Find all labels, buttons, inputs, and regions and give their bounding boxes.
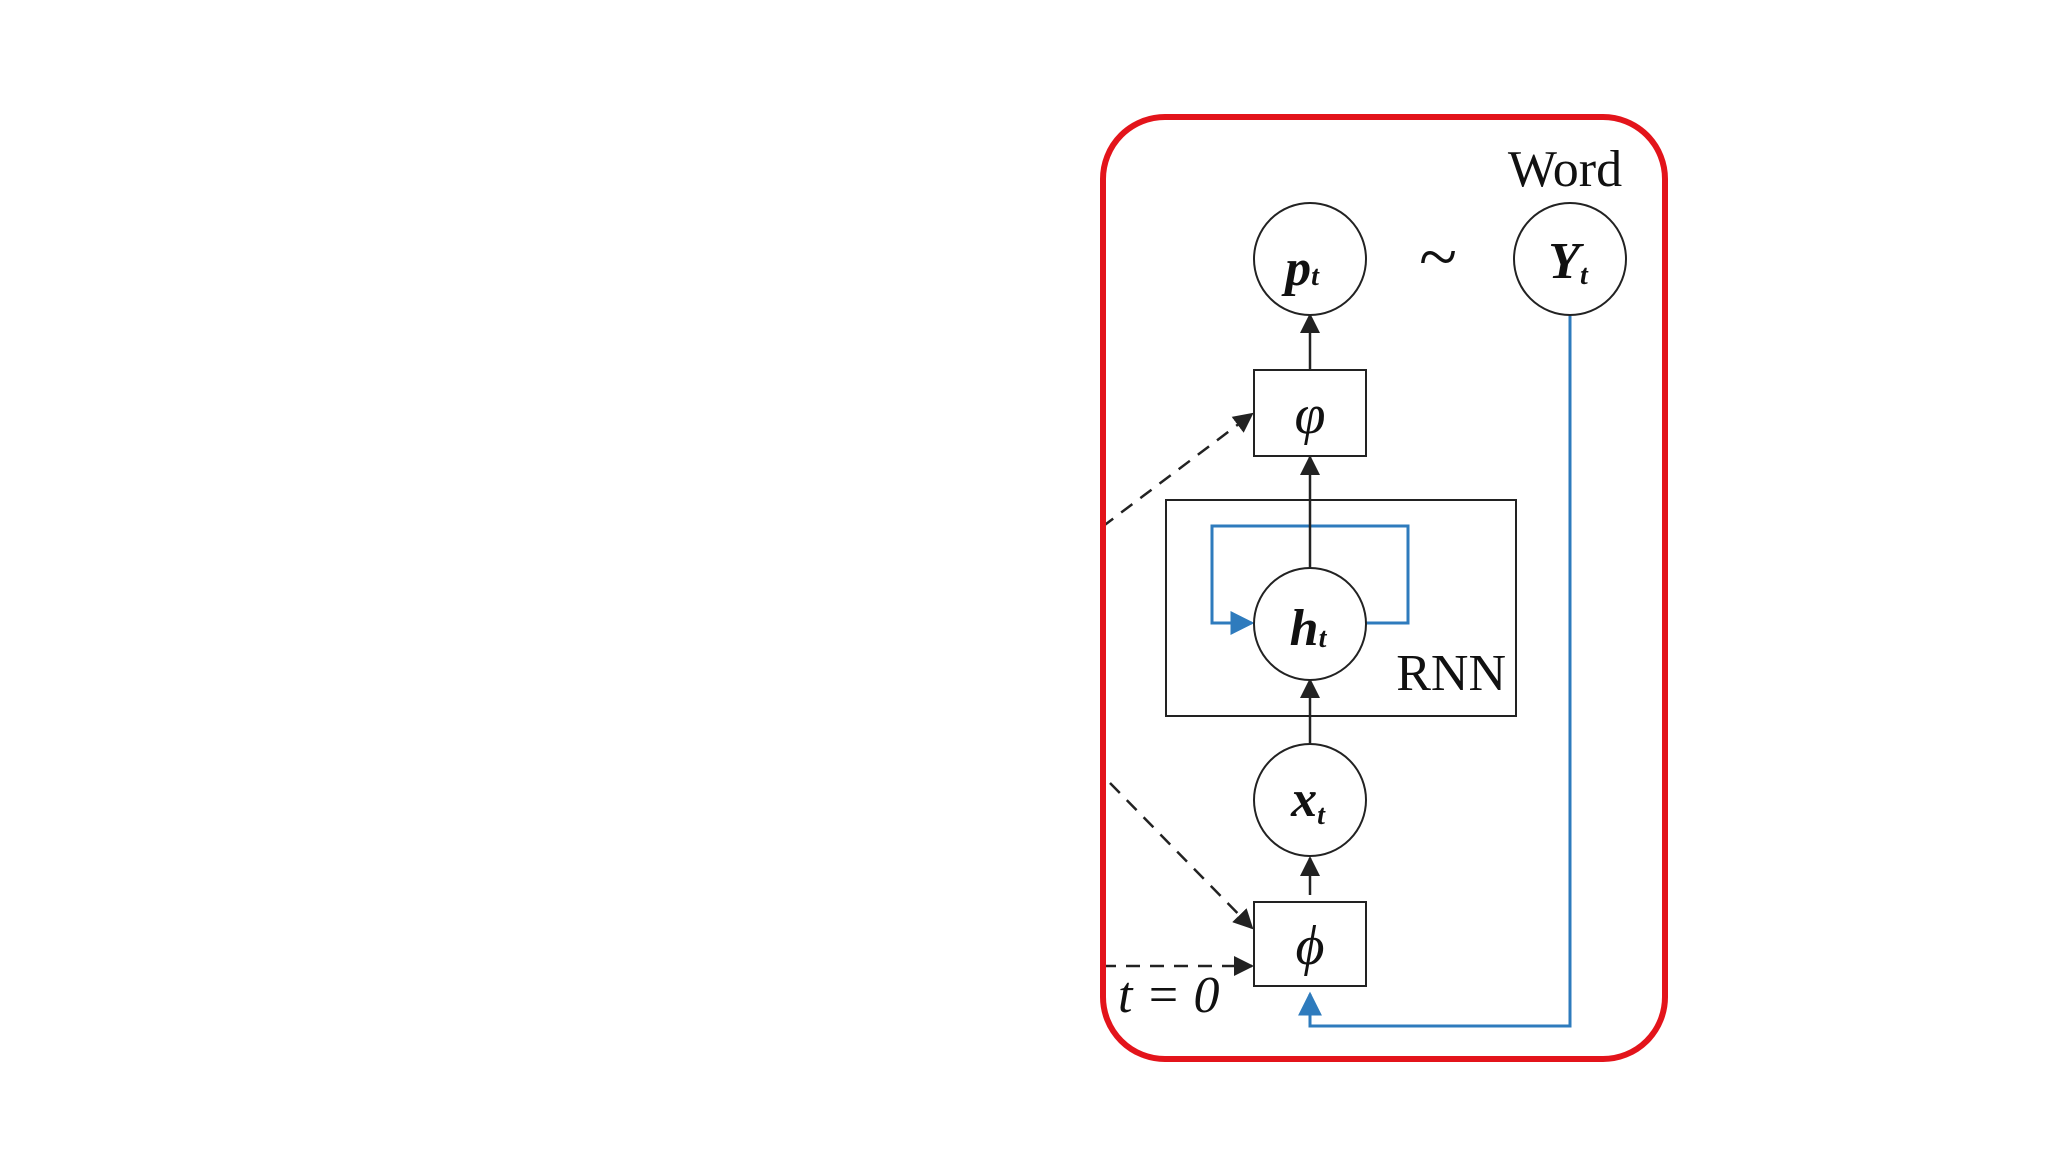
h-symbol: ht [1290, 600, 1328, 657]
tilde-symbol: ~ [1419, 219, 1457, 296]
t0-label: t = 0 [1118, 967, 1220, 1024]
word-label: Word [1508, 141, 1622, 198]
dashed-arrow-to-phi [1109, 782, 1254, 930]
p-symbol: pt [1281, 240, 1320, 297]
y-node [1513, 202, 1627, 316]
highlight-border [1100, 114, 1668, 1062]
rnn-label: RNN [1396, 645, 1506, 702]
rnn-box [1165, 499, 1517, 717]
feedback-arrow-y-to-phi [1298, 316, 1572, 1028]
x-symbol: xt [1290, 771, 1326, 831]
varphi-symbol: φ [1295, 384, 1326, 446]
phi-box [1253, 901, 1367, 987]
varphi-box [1253, 369, 1367, 457]
recurrent-loop-right [1308, 524, 1410, 625]
dashed-arrow-to-varphi [1101, 412, 1254, 528]
recurrent-loop-left [1210, 524, 1308, 635]
x-node [1253, 743, 1367, 857]
phi-symbol: ϕ [1296, 915, 1325, 977]
y-symbol: Yt [1548, 233, 1589, 291]
h-node [1253, 567, 1367, 681]
p-node [1253, 202, 1367, 316]
